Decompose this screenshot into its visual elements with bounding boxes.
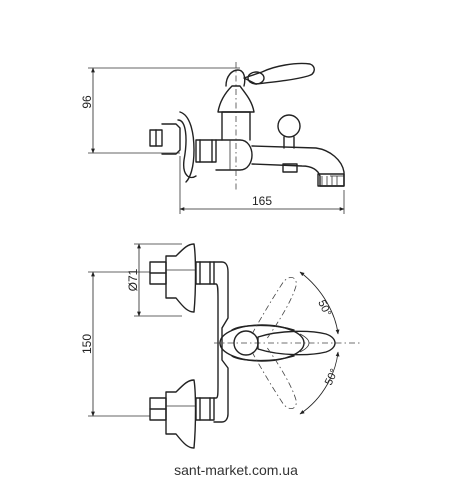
watermark: sant-market.com.ua bbox=[174, 462, 298, 478]
side-shower-outlet bbox=[282, 163, 298, 173]
side-aerator bbox=[317, 173, 345, 187]
side-view: 96 bbox=[80, 62, 345, 214]
top-upper-inlet bbox=[149, 243, 215, 313]
side-main-body bbox=[215, 139, 253, 171]
side-bell-cap bbox=[217, 85, 255, 113]
swing-arc-lower bbox=[299, 351, 340, 415]
swing-arc-upper bbox=[299, 271, 340, 335]
diameter-dimension-label: Ø71 bbox=[126, 268, 140, 291]
side-diverter-knob bbox=[277, 114, 301, 138]
top-handle-upper-position bbox=[251, 277, 297, 341]
swing-upper-label: 50° bbox=[315, 298, 333, 318]
swing-lower-label: 50° bbox=[323, 367, 341, 387]
top-lower-inlet bbox=[149, 379, 215, 449]
centers-dimension-label: 150 bbox=[80, 334, 94, 354]
top-handle-center bbox=[257, 330, 336, 356]
top-handle-lower-position bbox=[251, 345, 297, 409]
side-spout bbox=[251, 145, 345, 187]
side-inlet-body bbox=[161, 123, 181, 155]
top-view: Ø71 150 bbox=[80, 243, 360, 449]
top-body-bar bbox=[213, 261, 229, 423]
side-escutcheon bbox=[177, 119, 197, 179]
side-connector-nut bbox=[195, 139, 217, 163]
height-dimension-label: 96 bbox=[80, 95, 94, 109]
side-lever-handle bbox=[243, 62, 315, 85]
width-dimension-label: 165 bbox=[252, 194, 272, 208]
